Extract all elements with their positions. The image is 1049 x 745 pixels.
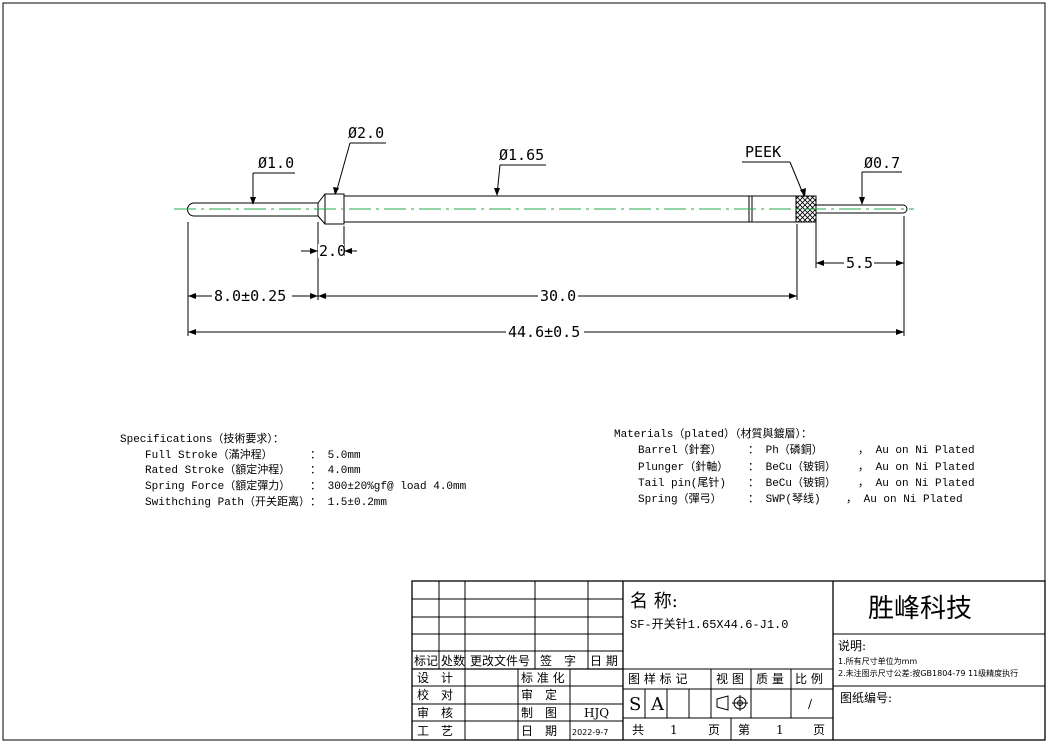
spec-name: Spring Force（額定彈力） <box>145 478 290 493</box>
tb-sample-cell: S <box>629 694 641 715</box>
company-name: 胜峰科技 <box>868 594 972 624</box>
spec-name: Rated Stroke（額定沖程） <box>145 462 290 477</box>
material-part: Spring（彈弓） <box>638 492 722 506</box>
dim-collar-length: 2.0 <box>319 242 346 260</box>
tb-label-drafter: 制 图 <box>521 706 557 720</box>
tb-date: 2022-9-7 <box>572 728 608 737</box>
dimension-arrows <box>188 248 904 335</box>
tb-scale-value: / <box>808 697 813 711</box>
material-plating: ， Au on Ni Plated <box>846 494 963 506</box>
drawing-number-label: 图纸编号: <box>840 690 892 705</box>
material-part: Tail pin(尾针) <box>638 475 726 490</box>
spec-value: ： 1.5±0.2mm <box>310 497 387 509</box>
dim-tail-length: 5.5 <box>846 254 873 272</box>
material-type: ： SWP(琴线) <box>748 491 821 506</box>
material-type: ： BeCu（铍铜） <box>748 475 836 490</box>
dim-plunger-length: 8.0±0.25 <box>214 287 286 305</box>
tb-rev-header: 签 字 <box>540 653 576 668</box>
plunger <box>187 202 319 217</box>
tb-total-prefix: 共 <box>632 723 644 737</box>
tb-page-unit: 页 <box>708 723 720 737</box>
spec-value: ： 4.0mm <box>310 465 361 477</box>
tb-label-process: 工 艺 <box>417 724 453 738</box>
dim-plunger-diameter: Ø1.0 <box>258 154 294 172</box>
tb-scale-label: 比 例 <box>795 672 823 686</box>
tb-sample-label: 图 样 标 记 <box>628 671 687 686</box>
tb-rev-header: 更改文件号 <box>470 653 530 668</box>
note-line: 1.所有尺寸单位为mm <box>838 656 917 666</box>
tb-sheet-no: 1 <box>776 723 784 737</box>
materials: Materials（plated）（材質與鍍層）： Barrel（針套） ： P… <box>614 426 975 506</box>
spec-name: Full Stroke（滿沖程） <box>145 448 273 462</box>
tb-page-unit-2: 页 <box>813 723 825 737</box>
tb-name-label: 名 称: <box>630 591 678 612</box>
label-peek: PEEK <box>745 143 781 161</box>
spec-name: Swithching Path（开关距离） <box>145 494 310 509</box>
tb-part-name: SF-开关针1.65X44.6-J1.0 <box>630 616 788 632</box>
spec-title: Specifications（技術要求）： <box>120 432 284 446</box>
diameter-callouts: Ø1.0 Ø2.0 Ø1.65 PEEK Ø0.7 <box>250 124 902 205</box>
tb-label-approve: 审 定 <box>521 687 557 702</box>
tb-sample-cell: A <box>650 694 665 715</box>
dim-tail-diameter: Ø0.7 <box>864 154 900 172</box>
tb-label-check: 校 对 <box>417 687 453 702</box>
material-type: ： BeCu（铍铜） <box>748 459 836 474</box>
dim-barrel-diameter: Ø1.65 <box>499 146 544 164</box>
tb-label-date: 日 期 <box>521 724 557 738</box>
notes-title: 说明: <box>838 638 866 653</box>
spec-value: ： 5.0mm <box>310 450 361 462</box>
dim-total-length: 44.6±0.5 <box>508 323 580 341</box>
tb-drafter: HJQ <box>584 706 609 720</box>
tb-sheet-prefix: 第 <box>738 723 750 737</box>
tb-label-design: 设 计 <box>417 671 453 685</box>
tb-mass-label: 质 量 <box>756 672 784 686</box>
spec-value: ： 300±20%gf@ load 4.0mm <box>310 481 467 493</box>
tail-pin <box>815 204 908 214</box>
material-plating: ， Au on Ni Plated <box>858 478 975 490</box>
projection-symbol-icon <box>716 695 748 711</box>
material-type: ： Ph（磷銅） <box>748 442 823 457</box>
material-part: Barrel（針套） <box>638 442 722 457</box>
material-plating: ， Au on Ni Plated <box>858 445 975 457</box>
tb-rev-header: 处数 <box>441 653 465 668</box>
note-line: 2.未注图示尺寸公差:按GB1804-79 11级精度执行 <box>838 668 1018 678</box>
materials-title: Materials（plated）（材質與鍍層）： <box>614 426 812 441</box>
tb-rev-header: 标记 <box>414 654 438 668</box>
tb-view-label: 视 图 <box>716 671 744 686</box>
dim-collar-diameter: Ø2.0 <box>348 124 384 142</box>
length-dimensions <box>187 216 905 336</box>
material-plating: ， Au on Ni Plated <box>858 462 975 474</box>
dim-barrel-length: 30.0 <box>540 287 576 305</box>
title-block <box>411 580 1046 741</box>
tb-label-standard: 标 准 化 <box>521 671 565 685</box>
specifications: Specifications（技術要求）： Full Stroke（滿沖程） ：… <box>120 432 467 509</box>
tb-total-pages: 1 <box>670 723 678 737</box>
tb-label-review: 审 核 <box>417 705 453 720</box>
tb-rev-header: 日 期 <box>590 654 618 668</box>
material-part: Plunger（針軸） <box>638 459 728 474</box>
probe-pin <box>174 193 914 225</box>
